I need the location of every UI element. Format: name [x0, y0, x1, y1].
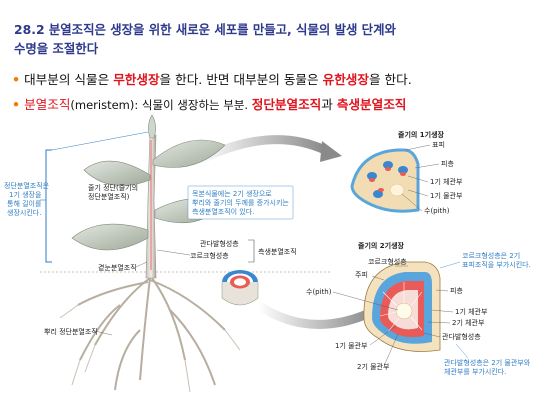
- bullet-dot-icon: •: [12, 97, 21, 112]
- cortex-label: 피층: [441, 159, 454, 168]
- bullet-dot-icon: •: [12, 72, 21, 87]
- bullet-meristem: •분열조직(meristem): 식물이 생장하는 부분. 정단분열조직과 측생…: [12, 94, 406, 113]
- roots: [77, 277, 226, 391]
- axillary-bud-label: 곁눈분열조직: [98, 263, 137, 272]
- leader-line: [51, 131, 149, 151]
- slide-title: 28.2 분열조직은 생장을 위한 새로운 세포를 만들고, 식물의 발생 단계…: [14, 20, 519, 58]
- primary-phloem-label-2: 1기 체관부: [455, 307, 488, 316]
- note-line: 통해 길이를: [7, 199, 42, 208]
- indeterminate-growth-term: 무한생장: [113, 72, 160, 87]
- primary-growth-section: 줄기의 1기생장 표피 피층 1기 체관부 1기 물관부 수(pith): [350, 130, 463, 215]
- shoot-tip: [148, 114, 156, 139]
- secondary-growth-title: 줄기의 2기생장: [358, 241, 405, 250]
- stem-tip-label: 줄기 정단(줄기의: [88, 183, 138, 192]
- epidermis-label: 표피: [432, 140, 445, 149]
- woody-note-line: 측생분열조직이 있다.: [192, 207, 254, 216]
- leader-line: [455, 343, 469, 359]
- primary-xylem-label: 1기 물관부: [430, 191, 463, 200]
- note-line: 1기 생장을: [9, 190, 42, 199]
- arrow-to-secondary: [255, 301, 374, 329]
- leader-line: [439, 261, 461, 269]
- note-line: 생장시킨다.: [7, 208, 41, 217]
- lateral-meristem-label: 측생분열조직: [258, 247, 297, 256]
- vc-note-line: 체관부를 부가시킨다.: [444, 367, 506, 376]
- leader-line: [94, 330, 113, 336]
- pith-label-2: 수(pith): [306, 288, 332, 296]
- determinate-growth-term: 유한생장: [322, 72, 369, 87]
- shoot-apical-note: 정단분열조직은 1기 생장을 통해 길이를 생장시킨다.: [4, 181, 50, 217]
- bullet1-text-a: 대부분의 식물은: [24, 72, 114, 87]
- cork-note-line: 코르크형성층은 2기: [462, 251, 520, 260]
- lateral-bracket: [248, 239, 255, 263]
- cortex-label-2: 피층: [450, 286, 463, 295]
- woody-note-line: 뿌리와 줄기의 두께를 증가시키는: [192, 198, 289, 207]
- bullet-growth: •대부분의 식물은 무한생장을 한다. 반면 대부분의 동물은 유한생장을 한다…: [12, 69, 412, 88]
- primary-xylem-label-2: 1기 물관부: [335, 341, 368, 350]
- bullet1-text-e: 을 한다.: [368, 72, 412, 87]
- stem-tip-label: 정단분열조직): [88, 192, 130, 201]
- arrow-head-icon: [320, 141, 342, 162]
- primary-growth-title: 줄기의 1기생장: [398, 130, 445, 139]
- note-line: 정단분열조직은: [4, 181, 50, 190]
- primary-phloem-label: 1기 체관부: [430, 177, 463, 186]
- pith-label: 수(pith): [424, 207, 450, 215]
- cork-cambium-label: 코르크형성층: [190, 251, 229, 260]
- secondary-xylem-label: 2기 물관부: [357, 362, 390, 371]
- bullet2-text-b: (meristem): 식물이 생장하는 부분.: [70, 98, 252, 112]
- stem-segment: [221, 270, 259, 306]
- vc-note-line: 관다발형성층은 2기 물관부와: [444, 358, 531, 367]
- shoot-apical-bracket: [45, 149, 52, 263]
- apical-meristem-term: 정단분열조직: [251, 97, 322, 112]
- leaf-left-lower: [71, 223, 149, 251]
- periderm-label: 주피: [355, 270, 368, 279]
- cork-cambium-label-2: 코르크형성층: [368, 257, 407, 266]
- vascular-cambium-label-2: 관다발형성층: [442, 332, 481, 341]
- title-line-1: 28.2 분열조직은 생장을 위한 새로운 세포를 만들고, 식물의 발생 단계…: [14, 22, 396, 37]
- woody-note-box: [187, 185, 294, 220]
- lateral-meristem-term: 측생분열조직: [336, 97, 407, 112]
- title-line-2: 수명을 조절한다: [14, 41, 99, 56]
- bullet2-text-d: 과: [321, 97, 337, 112]
- secondary-growth-section: 줄기의 2기생장 코르크형성층 주피 수(pith) 피층 1기 체관부 2기 …: [306, 241, 488, 371]
- meristem-term: 분열조직: [24, 97, 71, 112]
- leader-line: [156, 249, 191, 256]
- root-tip-label: 뿌리 정단분열조직: [44, 327, 98, 336]
- cork-note-line: 표피조직을 부가시킨다.: [462, 260, 531, 269]
- leader-line: [135, 261, 148, 268]
- vascular-cambium-label: 관다발형성층: [200, 239, 239, 248]
- leaf-left-upper: [83, 160, 151, 186]
- secondary-phloem-label: 2기 체관부: [452, 318, 485, 327]
- leaf-right-upper: [152, 139, 226, 168]
- woody-note-line: 목본식물에는 2기 생장으로: [192, 189, 272, 198]
- root-hairs: [59, 304, 241, 393]
- bullet1-text-c: 을 한다. 반면 대부분의 동물은: [159, 72, 323, 87]
